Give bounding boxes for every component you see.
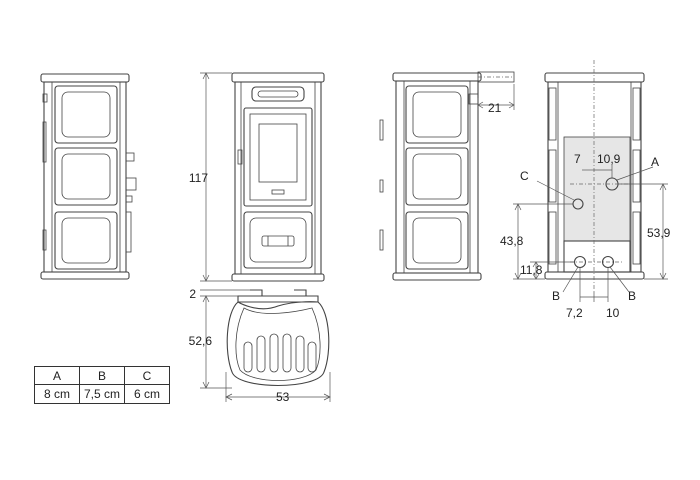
rear-view	[544, 60, 645, 292]
dim-7-2-label: 7,2	[566, 306, 583, 320]
dim-10-9-label: 10,9	[597, 152, 621, 166]
dim-53-9-label: 53,9	[647, 226, 671, 240]
dim-11-8-label: 11,8	[520, 263, 543, 277]
width-label: 53	[276, 390, 290, 404]
dim-10-label: 10	[606, 306, 620, 320]
label-B-left: B	[552, 289, 560, 303]
rear-dimensions	[513, 164, 668, 302]
dimension-rear-offset	[477, 84, 515, 110]
connection-size-table: A B C 8 cm 7,5 cm 6 cm	[34, 366, 170, 404]
table-cell: 8 cm	[34, 384, 80, 404]
side-view-left	[40, 73, 137, 280]
table-header: B	[79, 366, 125, 385]
label-C: C	[520, 169, 529, 183]
table-header: C	[124, 366, 170, 385]
depth-label: 52,6	[189, 334, 213, 348]
dimension-height	[200, 72, 232, 282]
label-B-right: B	[628, 289, 636, 303]
table-row: 8 cm 7,5 cm 6 cm	[34, 384, 170, 404]
top-view	[226, 289, 330, 386]
table-cell: 6 cm	[124, 384, 170, 404]
table-header-row: A B C	[34, 366, 170, 385]
top-offset-label: 2	[189, 287, 196, 301]
front-view	[231, 72, 325, 282]
top-view-dimensions	[200, 289, 331, 402]
dim-43-8-label: 43,8	[500, 234, 524, 248]
side-view-right	[379, 71, 515, 281]
dim-7-label: 7	[574, 152, 581, 166]
rear-offset-label: 21	[488, 101, 502, 115]
table-header: A	[34, 366, 80, 385]
height-label: 117	[189, 171, 208, 185]
label-A: A	[651, 155, 659, 169]
table-cell: 7,5 cm	[79, 384, 125, 404]
